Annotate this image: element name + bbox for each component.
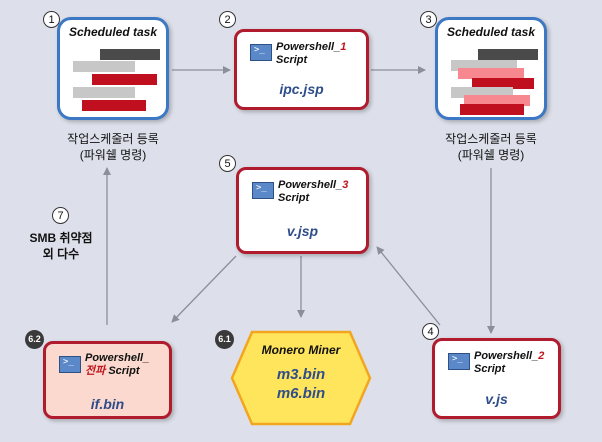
task-bar xyxy=(460,104,524,115)
powershell-heading: Powershell_2 Script xyxy=(474,350,545,375)
script-file-name: if.bin xyxy=(90,396,125,412)
powershell-1-card: >_ Powershell_1 Script ipc.jsp xyxy=(234,29,369,110)
task-bar xyxy=(464,95,530,106)
powershell-icon: >_ xyxy=(448,353,470,370)
caption-line: (파워쉘 명령) xyxy=(457,148,525,162)
powershell-heading: Powershell_3 Script xyxy=(278,179,349,204)
task-bar xyxy=(82,100,146,111)
step-badge-5: 5 xyxy=(219,155,236,172)
powershell-icon: >_ xyxy=(59,356,81,373)
step-badge-3: 3 xyxy=(420,11,437,28)
task-bar xyxy=(458,68,524,79)
task-bar xyxy=(73,61,135,72)
step-3-caption: 작업스케줄러 등록 (파워쉘 명령) xyxy=(406,131,576,163)
task-bar xyxy=(472,78,534,89)
miner-file-2: m6.bin xyxy=(276,385,326,402)
caption-line: SMB 취약점 xyxy=(29,231,93,245)
caption-line: (파워쉘 명령) xyxy=(79,148,147,162)
powershell-heading: Powershell_1 Script xyxy=(276,41,347,66)
step-1-caption: 작업스케줄러 등록 (파워쉘 명령) xyxy=(28,131,198,163)
task-bar xyxy=(100,49,160,60)
task-bar xyxy=(73,87,135,98)
task-bar xyxy=(478,49,538,60)
monero-miner-hexagon xyxy=(230,330,372,426)
scheduled-task-card-2: Scheduled task xyxy=(435,17,547,120)
step-badge-4: 4 xyxy=(422,323,439,340)
powershell-icon: >_ xyxy=(252,182,274,199)
script-file-name: v.js xyxy=(485,391,508,407)
task-bar xyxy=(92,74,157,85)
task-title: Scheduled task xyxy=(446,25,536,39)
arrow-4-to-5 xyxy=(376,246,441,326)
caption-line: 외 다수 xyxy=(42,247,80,261)
step-badge-6-2: 6.2 xyxy=(25,330,44,349)
step-7-caption: SMB 취약점 외 다수 xyxy=(18,230,104,262)
powershell-3-card: >_ Powershell_3 Script v.jsp xyxy=(236,167,369,254)
powershell-heading: Powershell_ 전파 Script xyxy=(85,352,150,377)
script-file-name: v.jsp xyxy=(286,223,319,239)
scheduled-task-card-1: Scheduled task xyxy=(57,17,169,120)
step-badge-1: 1 xyxy=(43,11,60,28)
step-badge-7: 7 xyxy=(52,207,69,224)
step-badge-2: 2 xyxy=(219,11,236,28)
powershell-spread-card: >_ Powershell_ 전파 Script if.bin xyxy=(43,341,172,419)
caption-line: 작업스케줄러 등록 xyxy=(67,132,159,146)
powershell-2-card: >_ Powershell_2 Script v.js xyxy=(432,338,561,419)
step-badge-6-1: 6.1 xyxy=(215,330,234,349)
task-bar xyxy=(451,60,517,71)
task-bar xyxy=(451,87,513,98)
caption-line: 작업스케줄러 등록 xyxy=(445,132,537,146)
miner-file-1: m3.bin xyxy=(276,366,326,383)
task-title: Scheduled task xyxy=(68,25,158,39)
arrow-5-to-6-2 xyxy=(171,255,237,323)
powershell-icon: >_ xyxy=(250,44,272,61)
script-file-name: ipc.jsp xyxy=(279,81,324,97)
miner-title: Monero Miner xyxy=(261,343,341,357)
